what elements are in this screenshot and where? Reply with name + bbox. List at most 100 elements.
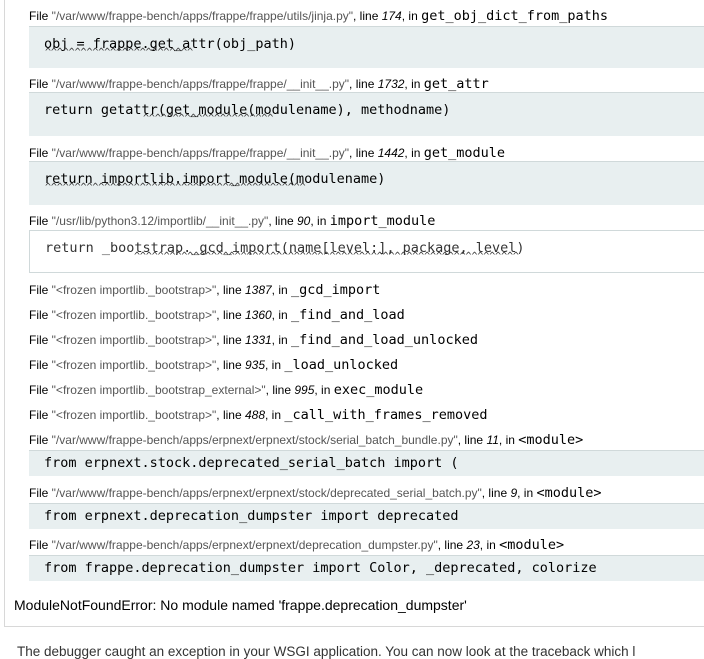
in-label: , in [265, 408, 285, 422]
frame-function: _find_and_load_unlocked [291, 332, 478, 348]
file-label: File [29, 358, 52, 372]
caret-markers: ^^^^^^^^^^^^^^^^^^^^^^^^^ [45, 47, 194, 58]
frame-source[interactable]: return _bootstrap._gcd_import(name[level… [29, 230, 704, 273]
source-line: from erpnext.deprecation_dumpster import… [44, 508, 459, 524]
traceback-frame[interactable]: File "<frozen importlib._bootstrap>", li… [29, 358, 398, 372]
source-line: from frappe.deprecation_dumpster import … [44, 560, 597, 576]
frame-function: import_module [329, 213, 436, 229]
traceback-frame[interactable]: File "<frozen importlib._bootstrap>", li… [29, 283, 380, 297]
file-label: File [29, 538, 52, 552]
caret-markers: ^^^^^^^^^^^^^^^^^^^^^^ [143, 113, 274, 124]
frame-line: 1360 [244, 308, 272, 322]
frame-function: get_module [423, 145, 506, 161]
traceback-frame[interactable]: File "<frozen importlib._bootstrap>", li… [29, 408, 488, 422]
file-label: File [29, 333, 52, 347]
frame-header: File "/var/www/frappe-bench/apps/frappe/… [29, 77, 489, 91]
frame-function: get_obj_dict_from_paths [421, 8, 609, 24]
frame-function: _call_with_frames_removed [284, 407, 488, 423]
traceback-frame[interactable]: File "/usr/lib/python3.12/importlib/__in… [29, 214, 435, 228]
frame-file: "/var/www/frappe-bench/apps/frappe/frapp… [51, 9, 354, 23]
frame-line: 9 [510, 486, 518, 500]
frame-header: File "/var/www/frappe-bench/apps/erpnext… [29, 538, 564, 552]
frame-header: File "<frozen importlib._bootstrap>", li… [29, 308, 405, 322]
in-label: , in [271, 308, 292, 322]
traceback-frame[interactable]: File "/var/www/frappe-bench/apps/erpnext… [29, 538, 564, 552]
in-label: , in [498, 433, 519, 447]
exception-message: ModuleNotFoundError: No module named 'fr… [14, 597, 467, 613]
frame-file: "<frozen importlib._bootstrap_external>" [51, 383, 266, 397]
frame-line: 174 [381, 9, 402, 23]
frame-function: get_attr [423, 76, 489, 92]
file-label: File [29, 433, 52, 447]
frame-line: 1331 [244, 333, 272, 347]
source-line: return getattr(get_module(modulename), m… [44, 102, 451, 118]
line-label: , line [353, 9, 382, 23]
frame-header: File "<frozen importlib._bootstrap>", li… [29, 358, 398, 372]
frame-file: "<frozen importlib._bootstrap>" [51, 283, 217, 297]
traceback-frame[interactable]: File "/var/www/frappe-bench/apps/erpnext… [29, 486, 602, 500]
frame-function: _gcd_import [291, 282, 381, 298]
in-label: , in [314, 383, 334, 397]
frame-function: <module> [518, 432, 584, 448]
line-label: , line [265, 383, 295, 397]
in-label: , in [265, 358, 285, 372]
frame-function: <module> [536, 485, 602, 501]
frame-line: 90 [297, 214, 311, 228]
file-label: File [29, 214, 52, 228]
traceback-frame[interactable]: File "/var/www/frappe-bench/apps/frappe/… [29, 9, 608, 23]
frame-file: "/var/www/frappe-bench/apps/erpnext/erpn… [51, 433, 458, 447]
frame-line: 11 [486, 433, 499, 447]
in-label: , in [310, 214, 330, 228]
frame-file: "<frozen importlib._bootstrap>" [51, 308, 217, 322]
traceback-frame[interactable]: File "/var/www/frappe-bench/apps/frappe/… [29, 146, 505, 160]
frame-header: File "/var/www/frappe-bench/apps/erpnext… [29, 433, 583, 447]
source-line: return _bootstrap._gcd_import(name[level… [45, 240, 525, 256]
file-label: File [29, 383, 52, 397]
frame-file: "/var/www/frappe-bench/apps/erpnext/erpn… [51, 486, 482, 500]
frame-function: _load_unlocked [284, 357, 399, 373]
frame-file: "<frozen importlib._bootstrap>" [51, 358, 217, 372]
frame-line: 995 [294, 383, 315, 397]
frame-file: "/usr/lib/python3.12/importlib/__init__.… [51, 214, 269, 228]
frame-file: "/var/www/frappe-bench/apps/frappe/frapp… [51, 77, 350, 91]
traceback-frame[interactable]: File "/var/www/frappe-bench/apps/frappe/… [29, 77, 489, 91]
frame-file: "/var/www/frappe-bench/apps/erpnext/erpn… [51, 538, 438, 552]
line-label: , line [349, 77, 378, 91]
frame-header: File "<frozen importlib._bootstrap>", li… [29, 408, 488, 422]
in-label: , in [479, 538, 500, 552]
frame-file: "<frozen importlib._bootstrap>" [51, 333, 217, 347]
source-line: return importlib.import_module(modulenam… [44, 171, 386, 187]
traceback-frame[interactable]: File "<frozen importlib._bootstrap_exter… [29, 383, 423, 397]
frame-header: File "/var/www/frappe-bench/apps/frappe/… [29, 9, 608, 23]
source-line: obj = frappe.get_attr(obj_path) [44, 36, 296, 52]
frame-line: 23 [466, 538, 480, 552]
frame-header: File "<frozen importlib._bootstrap>", li… [29, 333, 478, 347]
in-label: , in [404, 146, 424, 160]
line-label: , line [216, 358, 245, 372]
frame-function: _find_and_load [291, 307, 405, 323]
frame-source[interactable]: from frappe.deprecation_dumpster import … [29, 555, 704, 581]
frame-source[interactable]: return getattr(get_module(modulename), m… [29, 92, 704, 136]
traceback-frame[interactable]: File "<frozen importlib._bootstrap>", li… [29, 308, 405, 322]
frame-file: "<frozen importlib._bootstrap>" [51, 408, 217, 422]
line-label: , line [437, 538, 467, 552]
frame-source[interactable]: obj = frappe.get_attr(obj_path) ^^^^^^^^… [29, 26, 704, 68]
caret-markers: ^^^^^^^^^^^^^^^^^^^^^^^^^^^^^^^^^^^^^^^^… [45, 182, 306, 193]
traceback-frame[interactable]: File "<frozen importlib._bootstrap>", li… [29, 333, 478, 347]
frame-line: 488 [244, 408, 265, 422]
frame-source[interactable]: from erpnext.deprecation_dumpster import… [29, 503, 704, 529]
frame-source[interactable]: return importlib.import_module(modulenam… [29, 161, 704, 205]
frame-function: <module> [499, 537, 565, 553]
caret-markers: ^^^^^^^^^^^^^^^^^^^^^^^^^^^^^^^^^^^^^^^^… [134, 251, 519, 262]
frame-header: File "<frozen importlib._bootstrap>", li… [29, 283, 380, 297]
file-label: File [29, 146, 52, 160]
source-line: from erpnext.stock.deprecated_serial_bat… [44, 455, 459, 471]
frame-header: File "/usr/lib/python3.12/importlib/__in… [29, 214, 435, 228]
traceback-frame[interactable]: File "/var/www/frappe-bench/apps/erpnext… [29, 433, 583, 447]
frame-line: 1732 [377, 77, 405, 91]
frame-source[interactable]: from erpnext.stock.deprecated_serial_bat… [29, 450, 704, 476]
frame-line: 1442 [377, 146, 405, 160]
debugger-explanation: The debugger caught an exception in your… [17, 644, 636, 659]
line-label: , line [216, 308, 245, 322]
frame-header: File "/var/www/frappe-bench/apps/erpnext… [29, 486, 602, 500]
